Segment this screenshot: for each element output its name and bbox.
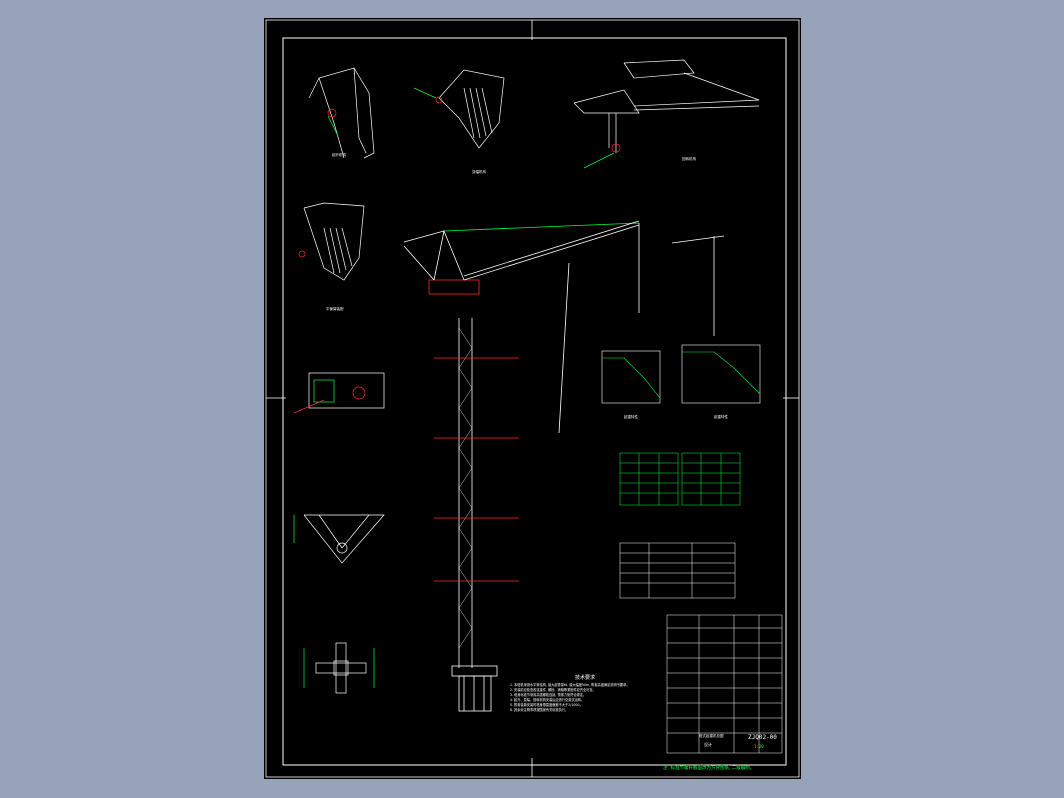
drawing-number: ZJQ02-00 [748,734,777,741]
view-slewing [573,59,760,169]
inner-border [282,37,787,766]
view-climbing-frame [293,372,385,414]
curve-b [681,344,761,404]
view-counter-jib-label: 平衡臂装配 [326,306,344,311]
curve-a [601,350,661,404]
view-hoist [308,67,375,159]
parts-list [666,614,783,754]
notes-title: 技术要求 [574,675,595,681]
view-bracket [293,514,385,564]
curve-a-label: 起重特性 [624,414,638,419]
cad-drawing: 起升机构 变幅机构 回转机构 平衡臂装配 [265,19,800,778]
load-table-1 [619,452,679,506]
view-slewing-label: 回转机构 [682,156,696,161]
title-block-label: 设计 [704,742,712,747]
note-line: 3. 塔身标准节采用高强螺栓连接, 预紧力矩符合规定。 [510,693,587,697]
view-cross-base [303,642,375,694]
note-line: 5. 附着装置安装时塔身垂直度偏差不大于2/1000。 [510,703,583,707]
view-hoist-label: 起升机构 [332,152,346,157]
note-line: 4. 起升、变幅、回转机构安装后应进行空载试运转。 [510,698,585,702]
crane-main [403,220,725,712]
curve-b-label: 起重特性 [714,414,728,419]
drawing-sheet: 起升机构 变幅机构 回转机构 平衡臂装配 [264,18,801,779]
note-line: 2. 安装前应检查各连接件, 螺栓、销轴等紧固件应齐全可靠。 [510,688,596,692]
view-trolley-label: 变幅机构 [472,169,486,174]
param-table [619,542,736,599]
title-block-company: 塔式起重机总图 [699,734,724,738]
outer-border [265,19,800,778]
load-table-2 [681,452,741,506]
note-line: 6. 其余未注明事项按国家有关标准执行。 [510,708,569,712]
drawing-scale: 1:20 [754,744,764,749]
notes-block: 技术要求 1. 本塔机采用水平臂结构, 最大起重量6t, 最大幅度50m, 附着… [510,674,660,713]
view-trolley [413,69,505,149]
footer-note: 注: 标准节腹杆截面改为方管图纸, 二级编制。 [663,766,755,771]
view-counter-jib [298,202,365,281]
note-line: 1. 本塔机采用水平臂结构, 最大起重量6t, 最大幅度50m, 附着高度满足说… [510,683,630,687]
center-marks [266,20,799,777]
